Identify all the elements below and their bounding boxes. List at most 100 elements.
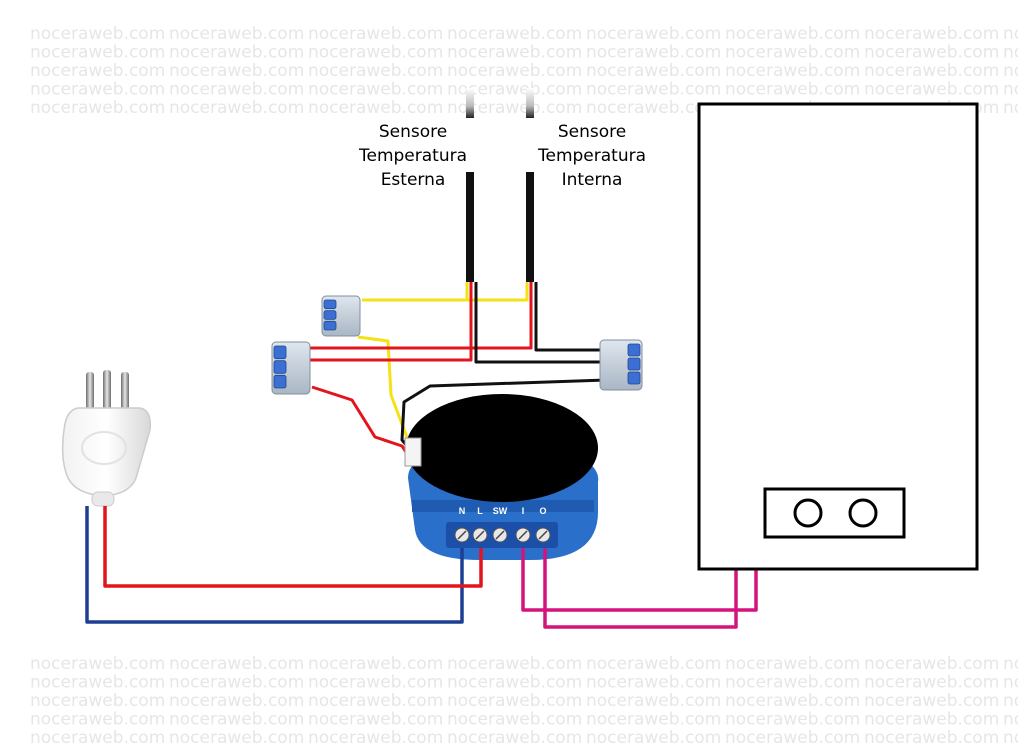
connector-lever: [273, 360, 287, 374]
watermark-text: noceraweb.com: [864, 710, 999, 730]
watermark-text: noceraweb.com: [30, 61, 165, 81]
watermark-text: noceraweb.com: [864, 673, 999, 693]
watermark-text: noceraweb.com: [447, 673, 582, 693]
terminal-screw-slot: [495, 530, 505, 540]
watermark-text: noceraweb.com: [864, 654, 999, 674]
watermark-text: noceraweb.com: [30, 673, 165, 693]
watermark-text: noceraweb.com: [586, 98, 721, 118]
blue-neutral-wire: [85, 506, 464, 624]
magenta-boiler-wire-o: [543, 548, 738, 629]
watermark-text: noceraweb.com: [725, 710, 860, 730]
connector-lever: [627, 343, 641, 357]
external-sensor-label: Sensore Temperatura Esterna: [358, 122, 467, 190]
red-live-wire: [103, 506, 483, 588]
watermark-text: noceraweb.com: [586, 710, 721, 730]
watermark-text: noceraweb.com: [308, 691, 443, 711]
watermark-text: noceraweb.com: [864, 61, 999, 81]
internal-sensor-label-line3: Interna: [562, 170, 623, 190]
watermark-text: noceraweb.com: [1003, 673, 1018, 693]
watermark-text: noceraweb.com: [864, 24, 999, 44]
watermark-text: noceraweb.com: [447, 691, 582, 711]
external-sensor-label-line2: Temperatura: [358, 146, 467, 166]
watermark-text: noceraweb.com: [30, 710, 165, 730]
watermark-text: noceraweb.com: [447, 98, 582, 118]
watermark-text: noceraweb.com: [1003, 691, 1018, 711]
watermark-text: noceraweb.com: [1003, 61, 1018, 81]
external-sensor-label-line3: Esterna: [381, 170, 446, 190]
watermark-text: noceraweb.com: [308, 24, 443, 44]
watermark-text: noceraweb.com: [447, 43, 582, 63]
watermark-text: noceraweb.com: [1003, 654, 1018, 674]
connector-right: [599, 339, 643, 391]
terminal-label-sw: SW: [493, 506, 508, 516]
watermark-text: noceraweb.com: [1003, 24, 1018, 44]
black-ground-wire-external: [474, 282, 606, 364]
watermark-text: noceraweb.com: [586, 61, 721, 81]
watermark-text: noceraweb.com: [864, 43, 999, 63]
watermark-text: noceraweb.com: [169, 98, 304, 118]
watermark-text: noceraweb.com: [169, 80, 304, 100]
watermark-text: noceraweb.com: [447, 24, 582, 44]
watermark-text: noceraweb.com: [1003, 98, 1018, 118]
watermark-text: noceraweb.com: [169, 61, 304, 81]
watermark-text: noceraweb.com: [30, 691, 165, 711]
terminal-screw-slot: [457, 530, 467, 540]
connector-left: [271, 341, 311, 395]
external-sensor-label-line1: Sensore: [379, 122, 447, 142]
black-ground-wire-internal: [534, 282, 606, 352]
watermark-text: noceraweb.com: [308, 728, 443, 748]
connector-lever: [323, 299, 337, 310]
watermark-text: noceraweb.com: [725, 691, 860, 711]
yellow-data-wire: [362, 282, 469, 302]
relay-module-cover: [406, 394, 598, 502]
watermark-text: noceraweb.com: [586, 24, 721, 44]
boiler-knob-right: [848, 498, 878, 528]
internal-sensor-label: Sensore Temperatura Interna: [537, 122, 646, 190]
watermark-text: noceraweb.com: [725, 654, 860, 674]
watermark-text: noceraweb.com: [1003, 80, 1018, 100]
red-sensor-power-wire-internal: [308, 282, 533, 350]
watermark-text: noceraweb.com: [308, 654, 443, 674]
connector-lever: [273, 374, 287, 389]
plug-pin-left: [86, 372, 94, 410]
watermark-text: noceraweb.com: [30, 24, 165, 44]
watermark-text: noceraweb.com: [30, 80, 165, 100]
watermark-text: noceraweb.com: [447, 61, 582, 81]
watermark-text: noceraweb.com: [169, 691, 304, 711]
watermark-text: noceraweb.com: [30, 728, 165, 748]
sensor-header-connector: [404, 437, 422, 467]
terminal-screw-slot: [475, 530, 485, 540]
internal-sensor-probe: [526, 88, 534, 282]
terminal-label-i: I: [522, 506, 525, 516]
watermark-text: noceraweb.com: [447, 710, 582, 730]
internal-sensor-label-line1: Sensore: [558, 122, 626, 142]
red-module-power-wire: [311, 385, 412, 459]
watermark-text: noceraweb.com: [308, 710, 443, 730]
internal-sensor-label-line2: Temperatura: [537, 146, 646, 166]
connector-lever: [323, 320, 337, 331]
watermark-text: noceraweb.com: [308, 43, 443, 63]
watermark-text: noceraweb.com: [169, 673, 304, 693]
watermark-text: noceraweb.com: [169, 43, 304, 63]
watermark-text: noceraweb.com: [308, 673, 443, 693]
connector-lever: [627, 371, 641, 385]
external-sensor-probe: [466, 88, 474, 282]
terminal-label-o: O: [539, 506, 546, 516]
watermark-text: noceraweb.com: [586, 43, 721, 63]
watermark-text: noceraweb.com: [447, 728, 582, 748]
watermark-text: noceraweb.com: [586, 691, 721, 711]
boiler: [697, 102, 979, 571]
watermark-text: noceraweb.com: [447, 80, 582, 100]
watermark-text: noceraweb.com: [169, 710, 304, 730]
watermark-text: noceraweb.com: [725, 80, 860, 100]
watermark-text: noceraweb.com: [725, 61, 860, 81]
watermark-text: noceraweb.com: [30, 43, 165, 63]
watermark-text: noceraweb.com: [725, 43, 860, 63]
connector-lever: [273, 345, 287, 360]
relay-module: N L SW I O: [404, 394, 599, 560]
magenta-boiler-wire-i: [521, 548, 758, 612]
red-sensor-power-wire-external: [308, 282, 473, 362]
watermark-text: noceraweb.com: [308, 80, 443, 100]
